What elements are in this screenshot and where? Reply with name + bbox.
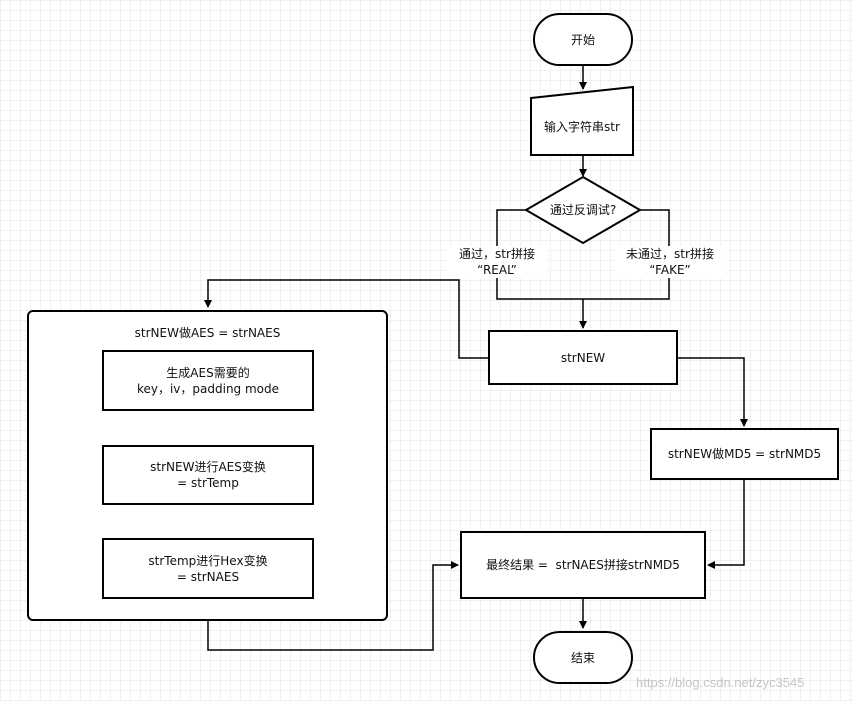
fail-branch-label: 未通过，str拼接 “FAKE” (614, 246, 726, 278)
md5-node: strNEW做MD5 = strNMD5 (650, 428, 839, 480)
arrow-strnew-to-aes (204, 279, 488, 359)
end-label: 结束 (570, 650, 595, 665)
input-label: 输入字符串str (544, 119, 620, 134)
end-node: 结束 (533, 631, 633, 684)
aes-step2-line2: = strTemp (177, 476, 239, 490)
watermark: https://blog.csdn.net/zyc3545 (636, 675, 805, 690)
decision-shape (524, 175, 642, 245)
aes-step1-line2: key，iv，padding mode (136, 381, 280, 396)
aes-step-generate-params: 生成AES需要的 key，iv，padding mode (102, 350, 314, 411)
md5-label: strNEW做MD5 = strNMD5 (667, 447, 822, 461)
decision-label: 通过反调试? (549, 203, 617, 217)
strnew-label: strNEW (560, 350, 606, 365)
strnew-node: strNEW (488, 330, 678, 385)
input-node: 输入字符串str (531, 98, 633, 155)
pass-branch-line1: 通过，str拼接 (459, 247, 535, 261)
aes-step3-line2: = strNAES (176, 569, 240, 584)
pass-branch-line2: “REAL” (477, 263, 517, 277)
final-result-label: 最终结果 = strNAES拼接strNMD5 (486, 558, 680, 572)
arrow-strnew-to-md5 (678, 357, 748, 427)
aes-step2-line1: strNEW进行AES变换 (150, 460, 266, 474)
start-label: 开始 (570, 32, 595, 47)
aes-step-hex: strTemp进行Hex变换 = strNAES (102, 538, 314, 599)
start-node: 开始 (533, 13, 633, 66)
aes-group-title: strNEW做AES = strNAES (134, 326, 281, 340)
fail-branch-line2: “FAKE” (649, 263, 691, 277)
aes-step3-line1: strTemp进行Hex变换 (148, 553, 268, 568)
arrow-md5-to-final (707, 480, 745, 569)
input-shape (530, 85, 634, 156)
arrow-aes-to-final (207, 561, 459, 651)
aes-step-transform: strNEW进行AES变换 = strTemp (102, 445, 314, 505)
aes-step1-line1: 生成AES需要的 (166, 365, 250, 380)
decision-node: 通过反调试? (526, 177, 640, 243)
final-result-node: 最终结果 = strNAES拼接strNMD5 (460, 531, 706, 599)
fail-branch-line1: 未通过，str拼接 (626, 247, 714, 261)
pass-branch-label: 通过，str拼接 “REAL” (447, 246, 547, 278)
